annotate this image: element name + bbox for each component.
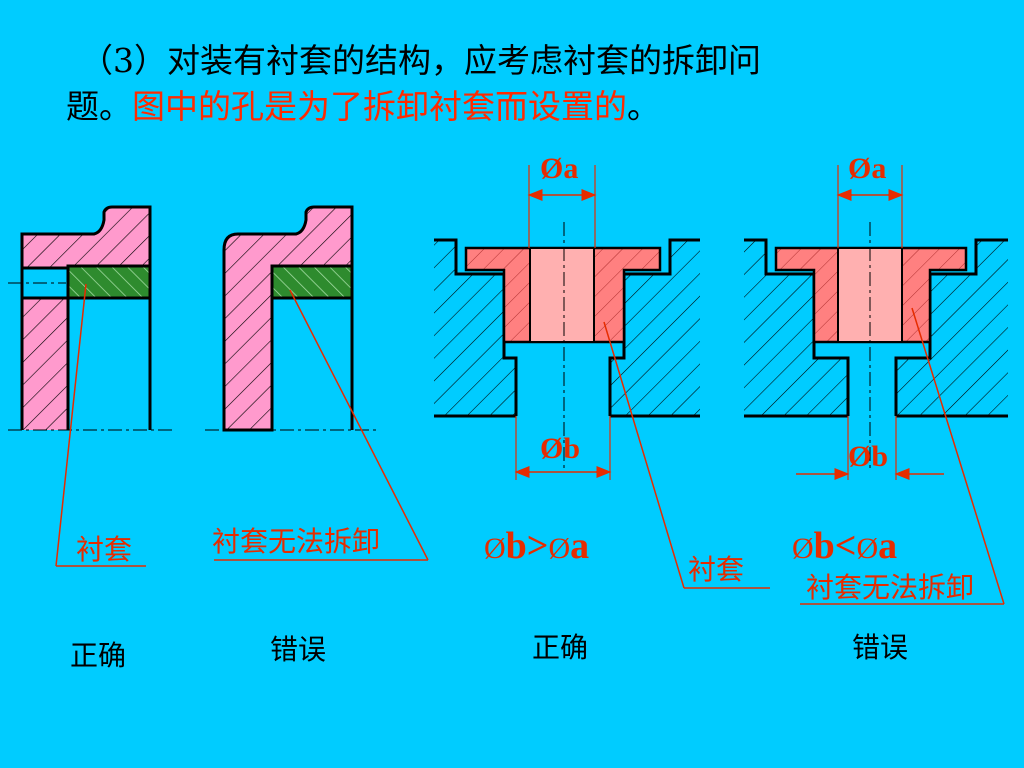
caption-wrong-4: 错误 xyxy=(852,631,909,664)
label-cannot-remove-2: 衬套无法拆卸 xyxy=(212,525,381,558)
heading: （3）对装有衬套的结构，应考虑衬套的拆卸问 题。图中的孔是为了拆卸衬套而设置的。 xyxy=(66,38,966,130)
heading-highlight: 图中的孔是为了拆卸衬套而设置的 xyxy=(132,87,627,126)
caption-correct-1: 正确 xyxy=(70,639,127,672)
caption-wrong-2: 错误 xyxy=(270,633,327,666)
dim-label-a-4: Øa xyxy=(848,152,887,185)
housing-2 xyxy=(222,205,354,432)
heading-text-1: （3）对装有衬套的结构，应考虑衬套的拆卸问 xyxy=(80,41,761,80)
figure-2-wrong xyxy=(205,205,429,561)
bushing-2 xyxy=(270,264,354,300)
leader-4 xyxy=(911,307,1005,605)
base-4-right xyxy=(896,240,1008,416)
base-4 xyxy=(744,240,848,416)
phi-symbol: Ø xyxy=(792,532,814,565)
formula-b: b< xyxy=(813,525,857,567)
base-3-right xyxy=(610,240,700,416)
leader-1 xyxy=(55,283,87,567)
heading-line-1: （3）对装有衬套的结构，应考虑衬套的拆卸问 xyxy=(66,38,966,84)
bushing-1 xyxy=(66,264,152,300)
label-cannot-remove-4: 衬套无法拆卸 xyxy=(806,571,975,604)
phi-symbol: Ø xyxy=(548,532,571,565)
formula-b-less-a: Øb<Øa xyxy=(792,524,897,568)
formula-b-greater-a: Øb>Øa xyxy=(484,524,589,568)
figure-3-correct xyxy=(434,165,770,589)
housing-1 xyxy=(20,205,152,270)
figure-1-correct xyxy=(8,205,175,567)
dim-label-a-3: Øa xyxy=(540,152,579,185)
phi-symbol: Ø xyxy=(856,532,879,565)
heading-text-2: 题。 xyxy=(66,87,132,126)
heading-line-2: 题。图中的孔是为了拆卸衬套而设置的。 xyxy=(66,84,966,130)
formula-a: a xyxy=(878,525,898,567)
dim-label-b-3: Øb xyxy=(540,432,581,465)
label-bushing-3: 衬套 xyxy=(688,553,745,586)
bushing-3-bore xyxy=(529,247,595,343)
base-3 xyxy=(434,240,516,416)
label-bushing-1: 衬套 xyxy=(76,533,133,566)
housing-1-leg xyxy=(22,298,68,430)
phi-symbol: Ø xyxy=(484,532,506,565)
leader-3 xyxy=(603,321,685,589)
leader-2 xyxy=(289,289,429,561)
formula-a: a xyxy=(570,525,590,567)
heading-end: 。 xyxy=(627,87,660,126)
formula-b: b> xyxy=(505,525,549,567)
figure-4-wrong xyxy=(744,165,1008,605)
dim-label-b-4: Øb xyxy=(848,440,889,473)
caption-correct-3: 正确 xyxy=(532,631,589,664)
